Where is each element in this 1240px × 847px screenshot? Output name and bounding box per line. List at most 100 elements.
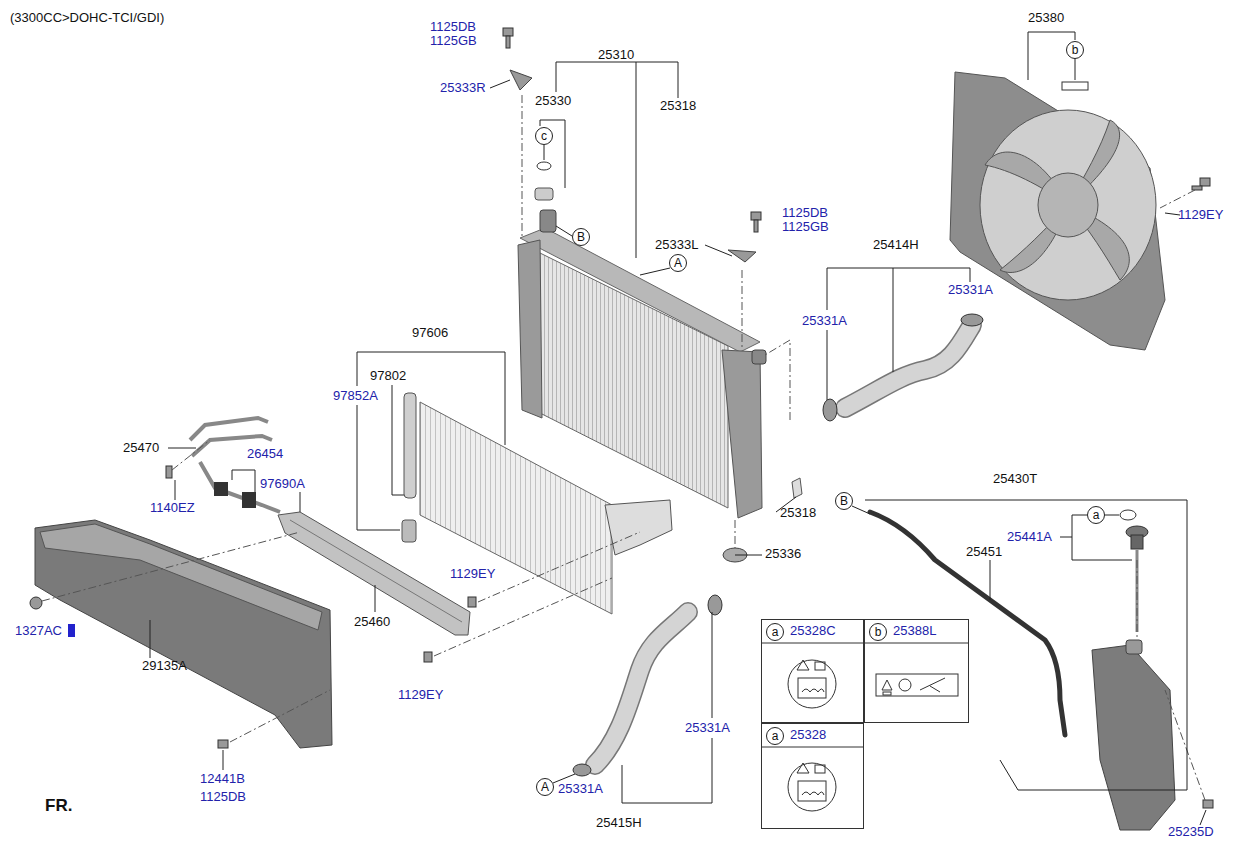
illustration-shape <box>300 492 301 512</box>
illustration-shape <box>1165 213 1180 215</box>
illustration-shape <box>883 692 891 695</box>
callout-number: 97690A <box>260 477 305 491</box>
reference-letter: b <box>870 624 886 640</box>
callout-number: 25330 <box>535 94 571 108</box>
callout-number: 25414H <box>873 238 919 252</box>
label-text: 1125DB <box>430 19 476 34</box>
label-text: 25333L <box>655 237 698 252</box>
illustration-shape <box>876 674 958 696</box>
illustration-shape <box>1105 515 1119 516</box>
illustration-shape <box>595 612 688 765</box>
illustration-shape <box>42 532 300 601</box>
label-text: 25310 <box>598 47 634 62</box>
illustration-shape <box>1120 510 1136 520</box>
reference-letter: A <box>670 255 686 271</box>
label-text: 25336 <box>765 546 801 561</box>
illustration-shape <box>30 28 1213 808</box>
label-text: 1129EY <box>398 687 443 702</box>
label-text: 1125DB <box>200 789 246 804</box>
illustration-shape <box>640 268 670 275</box>
reference-circle: A <box>536 778 554 796</box>
part-number: 25328 <box>790 728 826 742</box>
label-text: 1140EZ <box>150 500 195 515</box>
title-text: (3300CC>DOHC-TCI/GDI) <box>10 10 164 25</box>
illustration-shape <box>490 80 510 88</box>
reference-circle: c <box>535 127 553 145</box>
label-text: 25331A <box>685 720 730 735</box>
callout-number: 97606 <box>412 326 448 340</box>
illustration-shape <box>792 478 802 498</box>
label-text: 97606 <box>412 325 448 340</box>
callout-number: 25441A <box>1007 530 1052 544</box>
reference-circle: b <box>1066 41 1084 59</box>
illustration-shape <box>503 28 513 36</box>
reference-letter: A <box>537 779 553 795</box>
label-text: 25430T <box>993 471 1037 486</box>
illustration-shape <box>1137 560 1138 640</box>
illustration-shape <box>35 520 332 748</box>
callout-number: 25470 <box>123 441 159 455</box>
callout-number: 25331A <box>948 283 993 297</box>
illustration-shape <box>540 210 556 232</box>
illustration-shape <box>150 620 151 658</box>
illustration-shape <box>510 70 532 90</box>
illustration-shape <box>845 325 972 408</box>
illustration-shape <box>232 470 255 492</box>
illustration-shape <box>852 506 870 514</box>
illustration-shape <box>468 597 476 607</box>
illustration-shape <box>815 765 825 773</box>
illustration-shape <box>751 212 761 220</box>
callout-number: 25333L <box>655 238 698 252</box>
illustration-shape <box>728 250 756 262</box>
callout-number: 1129EY <box>398 688 443 702</box>
illustration-shape <box>520 228 760 352</box>
illustration-shape <box>420 402 612 614</box>
illustration-shape <box>802 689 824 692</box>
illustration-shape <box>535 188 553 200</box>
label-text: 97690A <box>260 476 305 491</box>
callout-number: 97802 <box>370 369 406 383</box>
illustration-shape <box>522 95 523 238</box>
reference-letter: a <box>767 624 783 640</box>
label-text: 25318 <box>660 98 696 113</box>
callout-number: 25318 <box>780 506 816 520</box>
illustration-shape <box>990 560 991 600</box>
label-text: 12441B <box>200 771 245 786</box>
illustration-shape <box>1200 178 1210 186</box>
reference-circle: a <box>766 727 784 745</box>
callout-number: 25331A <box>802 314 847 328</box>
callout-number: 1140EZ <box>150 501 195 515</box>
illustration-shape <box>537 162 551 170</box>
illustration-shape <box>815 662 825 670</box>
illustration-shape <box>1092 645 1175 830</box>
callout-number: 25451 <box>966 545 1002 559</box>
callout-number: 12441B <box>200 772 245 786</box>
reference-letter: B <box>573 229 589 245</box>
illustration-shape <box>950 72 1165 350</box>
illustration-shape <box>68 624 75 637</box>
reference-circle: a <box>766 623 784 641</box>
label-text: 25414H <box>873 237 919 252</box>
label-text: 1129EY <box>1178 207 1223 222</box>
reference-letter: B <box>836 493 852 509</box>
illustration-shape <box>42 95 1205 800</box>
callout-number: 25331A <box>685 721 730 735</box>
label-text: 1125GB <box>430 33 477 48</box>
callout-number: 1125DB <box>782 206 828 220</box>
part-number: 25328C <box>790 624 836 638</box>
illustration-shape <box>980 110 1156 300</box>
table-cell: 25328C a <box>761 619 864 723</box>
illustration-shape <box>788 763 836 811</box>
reference-circle: a <box>1087 506 1105 524</box>
illustration-shape <box>434 578 612 656</box>
label-text: 25331A <box>948 282 993 297</box>
label-text: 97802 <box>370 368 406 383</box>
illustration-shape <box>392 385 404 495</box>
reference-circle: B <box>572 228 590 246</box>
illustration-shape <box>761 747 864 748</box>
diagram-title: (3300CC>DOHC-TCI/GDI) <box>10 11 164 25</box>
illustration-shape <box>735 555 762 556</box>
illustration-shape <box>622 612 712 803</box>
callout-number: 1129EY <box>1178 208 1223 222</box>
